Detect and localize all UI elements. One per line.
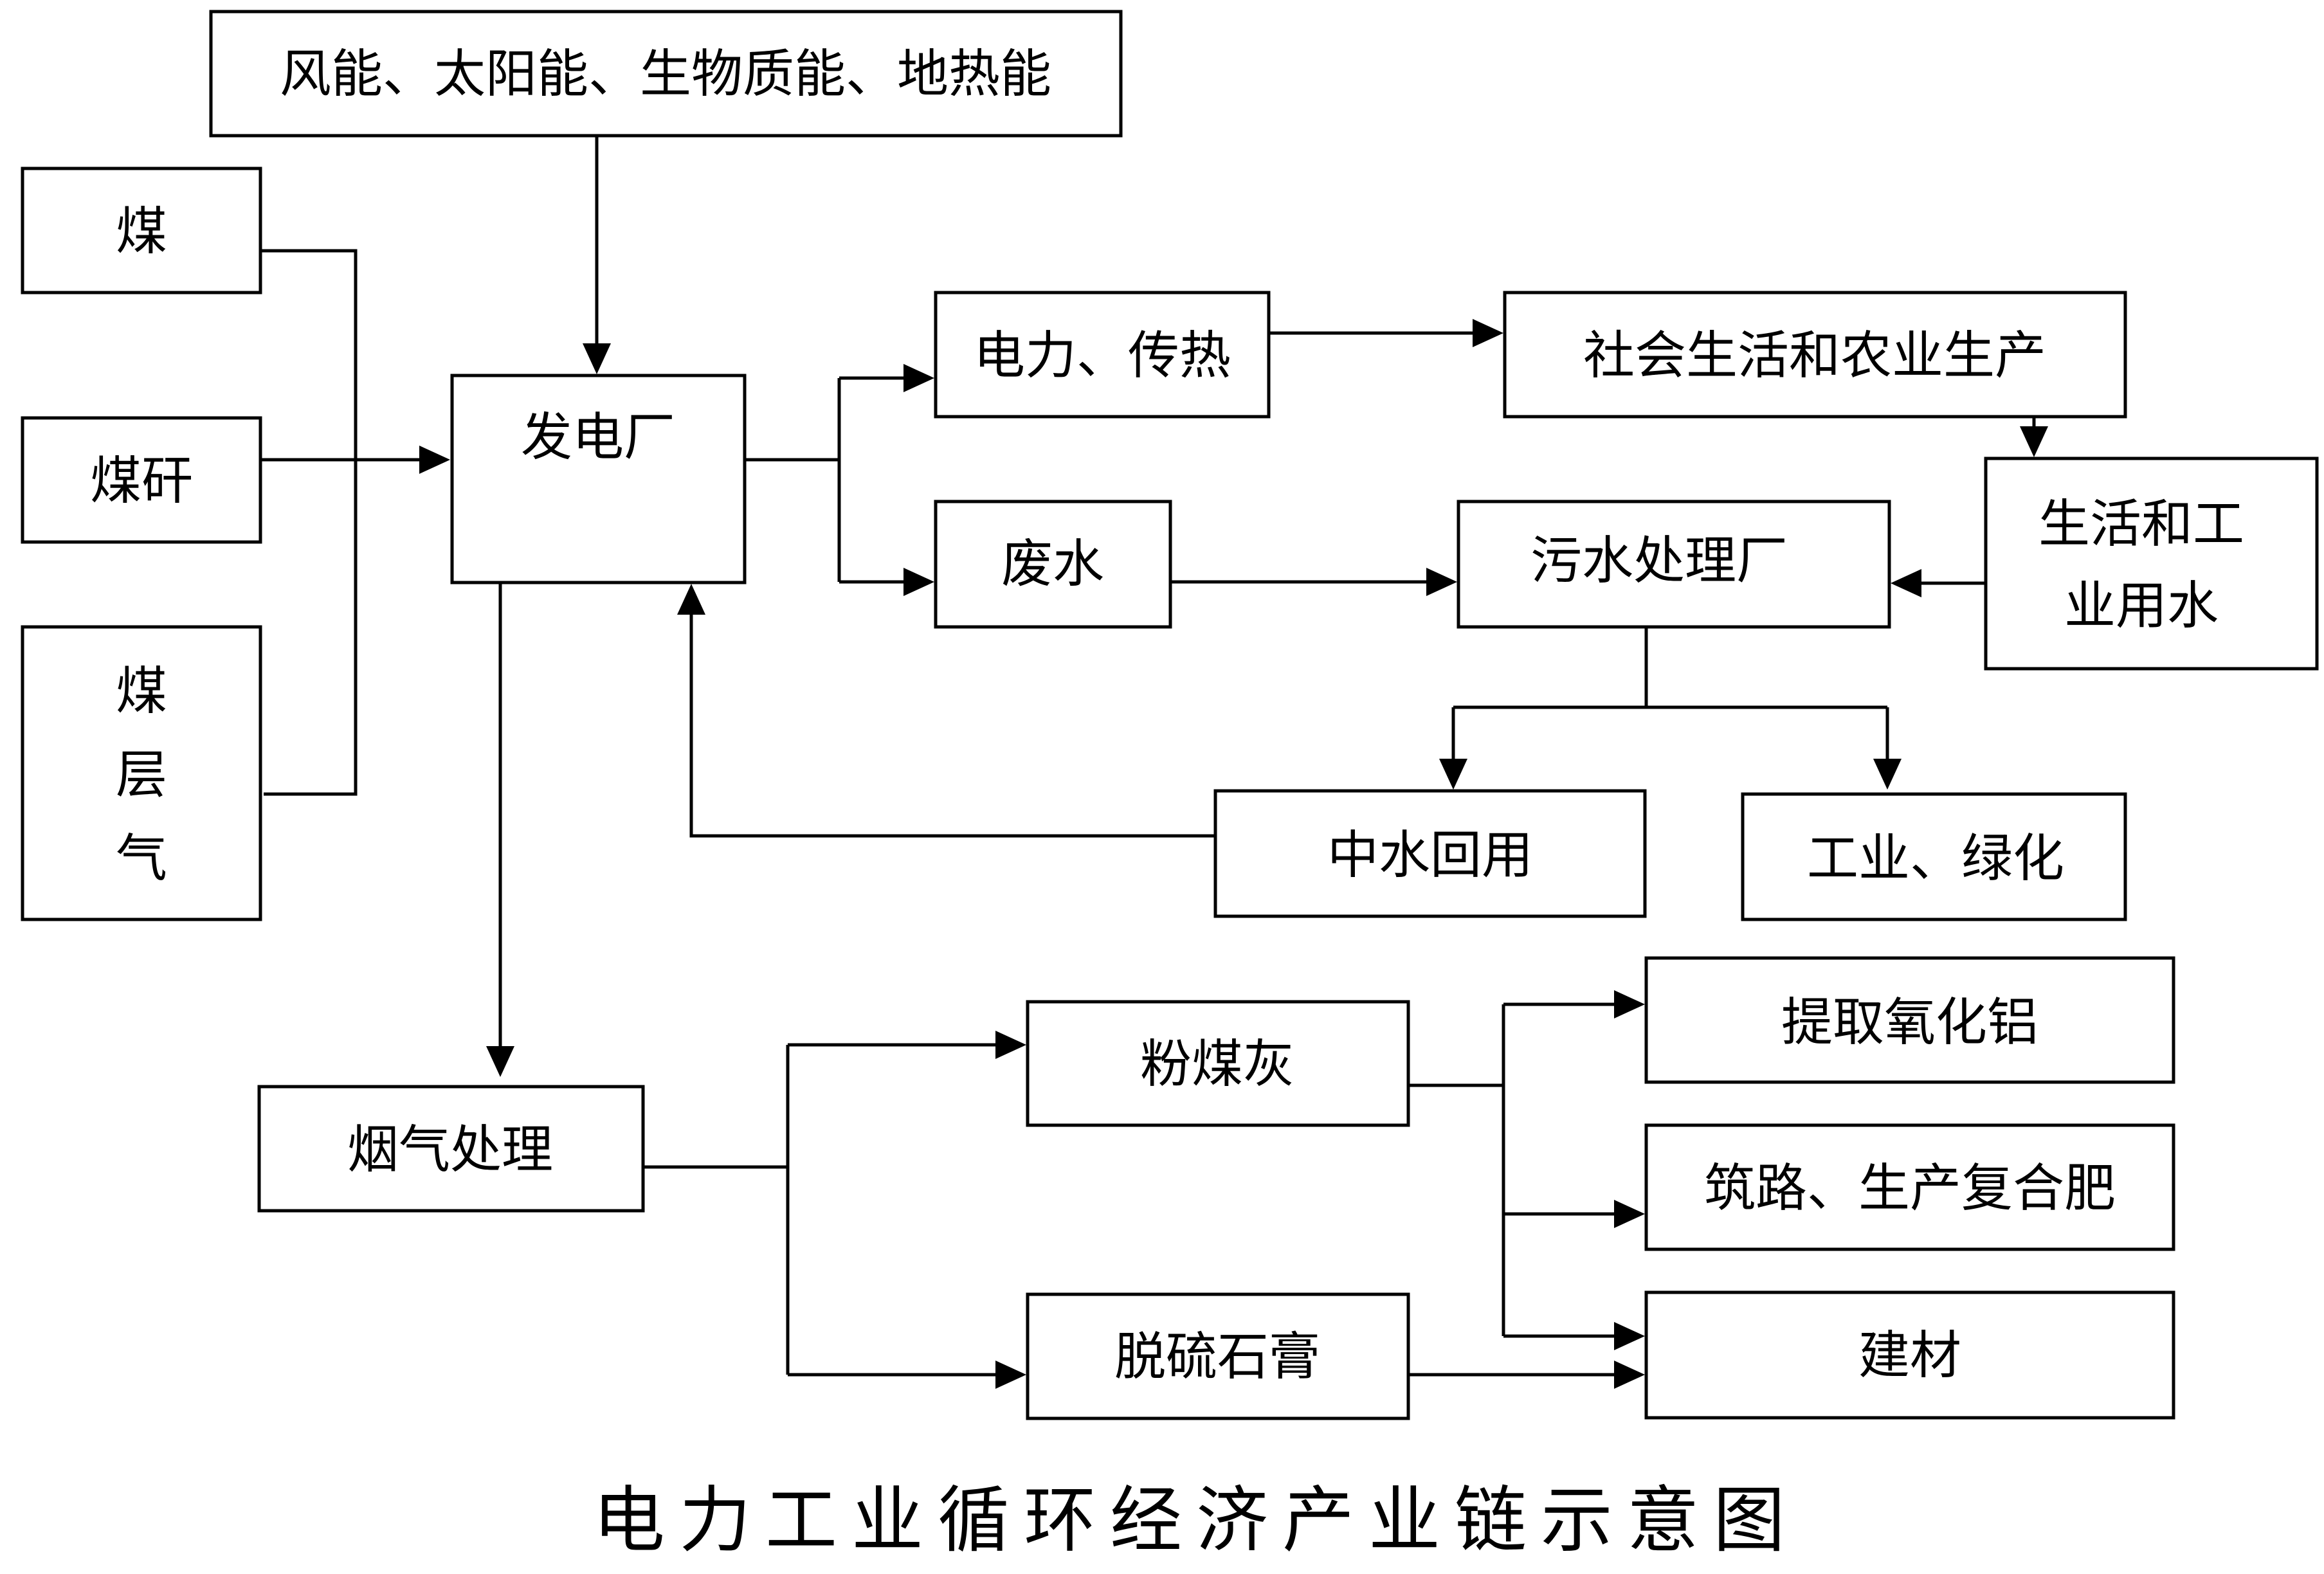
node-domestic-industrial-water: 生活和工 业用水 [1984,457,2319,671]
node-reclaimed-water-label: 中水回用 [1327,826,1533,885]
diagram-title: 电力工业循环经济产业链示意图 [593,1479,1799,1562]
arrowhead [903,568,934,596]
arrowhead [419,446,450,474]
arrowhead [2020,426,2048,457]
arrowhead [903,364,934,392]
node-desulf-gypsum-label: 脱硫石膏 [1114,1327,1320,1387]
arrowhead [486,1046,514,1077]
node-reclaimed-water: 中水回用 [1213,789,1647,918]
node-society-label: 社会生活和农业生产 [1583,326,2046,386]
node-sewage-plant-label: 污水处理厂 [1530,531,1788,591]
node-desulf-gypsum: 脱硫石膏 [1026,1292,1410,1420]
arrowhead [995,1031,1026,1059]
node-coalbed-methane-line-3: 气 [116,829,167,889]
node-power-heat-label: 电力、传热 [974,326,1231,386]
node-flue-gas: 烟气处理 [257,1085,645,1213]
node-water-use-line-2: 业用水 [2064,576,2219,636]
node-alumina: 提取氧化铝 [1644,956,2175,1084]
node-wastewater: 废水 [934,500,1172,629]
connectors [260,137,2048,1389]
edge-reclaimed-to-power-plant [689,615,1215,838]
node-flue-gas-label: 烟气处理 [347,1120,553,1180]
node-sewage-plant: 污水处理厂 [1457,500,1891,629]
node-road-fertilizer-label: 筑路、生产复合肥 [1704,1159,2116,1218]
arrowhead [677,584,705,615]
node-renewables-label: 风能、太阳能、生物质能、地热能 [280,44,1051,104]
arrowhead [1873,759,1902,790]
arrowhead [1426,568,1457,596]
node-power-plant: 发电厂 [450,374,747,584]
node-fly-ash: 粉煤灰 [1026,1000,1410,1127]
arrowhead [1473,319,1503,347]
node-coalbed-methane: 煤 层 气 [21,625,262,921]
node-coal-label: 煤 [116,202,167,262]
node-coal-gangue: 煤矸 [21,416,262,544]
arrowhead [1439,759,1467,790]
node-coal: 煤 [21,167,262,294]
node-coal-gangue-label: 煤矸 [90,451,193,511]
arrowhead [1614,1322,1645,1350]
arrowhead [1614,1200,1645,1228]
node-power-plant-label: 发电厂 [521,408,675,467]
node-fly-ash-label: 粉煤灰 [1140,1035,1294,1094]
arrowhead [995,1361,1026,1389]
node-building-materials: 建材 [1644,1290,2175,1420]
node-coalbed-methane-line-2: 层 [116,745,167,805]
node-water-use-line-1: 生活和工 [2038,494,2244,554]
arrowhead [1614,1361,1645,1389]
node-power-heat: 电力、传热 [934,291,1271,419]
arrowhead [1891,569,1921,597]
node-industry-greening: 工业、绿化 [1741,792,2127,921]
edge-coal-bracket [260,249,358,796]
node-renewables: 风能、太阳能、生物质能、地热能 [209,10,1123,138]
arrowhead [583,343,611,374]
node-wastewater-label: 废水 [1001,534,1104,594]
node-building-materials-label: 建材 [1858,1326,1961,1386]
node-society: 社会生活和农业生产 [1503,291,2127,419]
node-coalbed-methane-line-1: 煤 [116,662,167,721]
node-road-fertilizer: 筑路、生产复合肥 [1644,1123,2175,1251]
arrowhead [1614,990,1645,1018]
node-industry-greening-label: 工业、绿化 [1807,829,2064,889]
node-alumina-label: 提取氧化铝 [1781,993,2038,1053]
